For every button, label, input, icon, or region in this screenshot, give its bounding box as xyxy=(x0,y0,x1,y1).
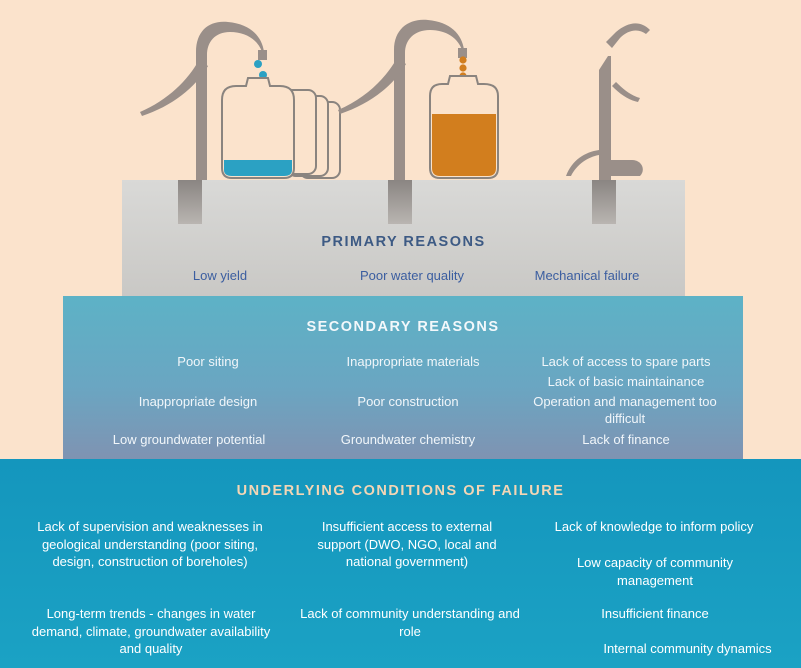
underlying-item: Lack of community understanding and role xyxy=(300,606,520,639)
water-jerrycan-icon xyxy=(221,77,341,179)
underlying-item: Long-term trends - changes in water dema… xyxy=(31,606,271,656)
primary-item-poor-water-quality: Poor water quality xyxy=(359,268,465,283)
underlying-item: Insufficient access to external support … xyxy=(317,519,497,569)
underlying-item: Low capacity of community management xyxy=(576,555,734,588)
primary-item-mechanical-failure: Mechanical failure xyxy=(534,268,640,283)
primary-reasons-title: PRIMARY REASONS xyxy=(321,234,486,250)
secondary-item: Lack of finance xyxy=(582,432,670,447)
underlying-item: Insufficient finance xyxy=(601,606,709,621)
secondary-item: Groundwater chemistry xyxy=(340,432,476,447)
underlying-item: Internal community dynamics xyxy=(603,641,772,656)
dirty-water-jerrycan-icon xyxy=(429,75,499,179)
primary-reasons-panel: PRIMARY REASONS Low yield Poor water qua… xyxy=(122,180,685,297)
hand-pump-icon xyxy=(140,21,267,182)
secondary-item: Poor siting xyxy=(177,354,239,369)
broken-pump-icon xyxy=(566,23,650,182)
secondary-item: Lack of basic maintainance xyxy=(547,374,705,389)
pump-post-3 xyxy=(592,180,616,224)
secondary-reasons-panel: SECONDARY REASONS Poor siting Inappropri… xyxy=(63,296,743,459)
secondary-reasons-title: SECONDARY REASONS xyxy=(306,319,500,335)
underlying-conditions-panel: UNDERLYING CONDITIONS OF FAILURE Lack of… xyxy=(0,459,801,668)
pump-illustration xyxy=(140,19,650,182)
secondary-item: Lack of access to spare parts xyxy=(541,354,711,369)
hand-pump-icon-2 xyxy=(338,19,467,182)
secondary-item: Inappropriate materials xyxy=(346,354,480,369)
secondary-item: Operation and management too difficult xyxy=(533,394,717,426)
secondary-item: Inappropriate design xyxy=(138,394,258,409)
primary-item-low-yield: Low yield xyxy=(192,268,248,283)
underlying-conditions-title: UNDERLYING CONDITIONS OF FAILURE xyxy=(236,483,565,499)
pump-post-1 xyxy=(178,180,202,224)
pump-post-2 xyxy=(388,180,412,224)
secondary-item: Low groundwater potential xyxy=(112,432,266,447)
underlying-item: Lack of knowledge to inform policy xyxy=(554,519,754,534)
underlying-item: Lack of supervision and weaknesses in ge… xyxy=(37,519,263,569)
secondary-item: Poor construction xyxy=(357,394,459,409)
